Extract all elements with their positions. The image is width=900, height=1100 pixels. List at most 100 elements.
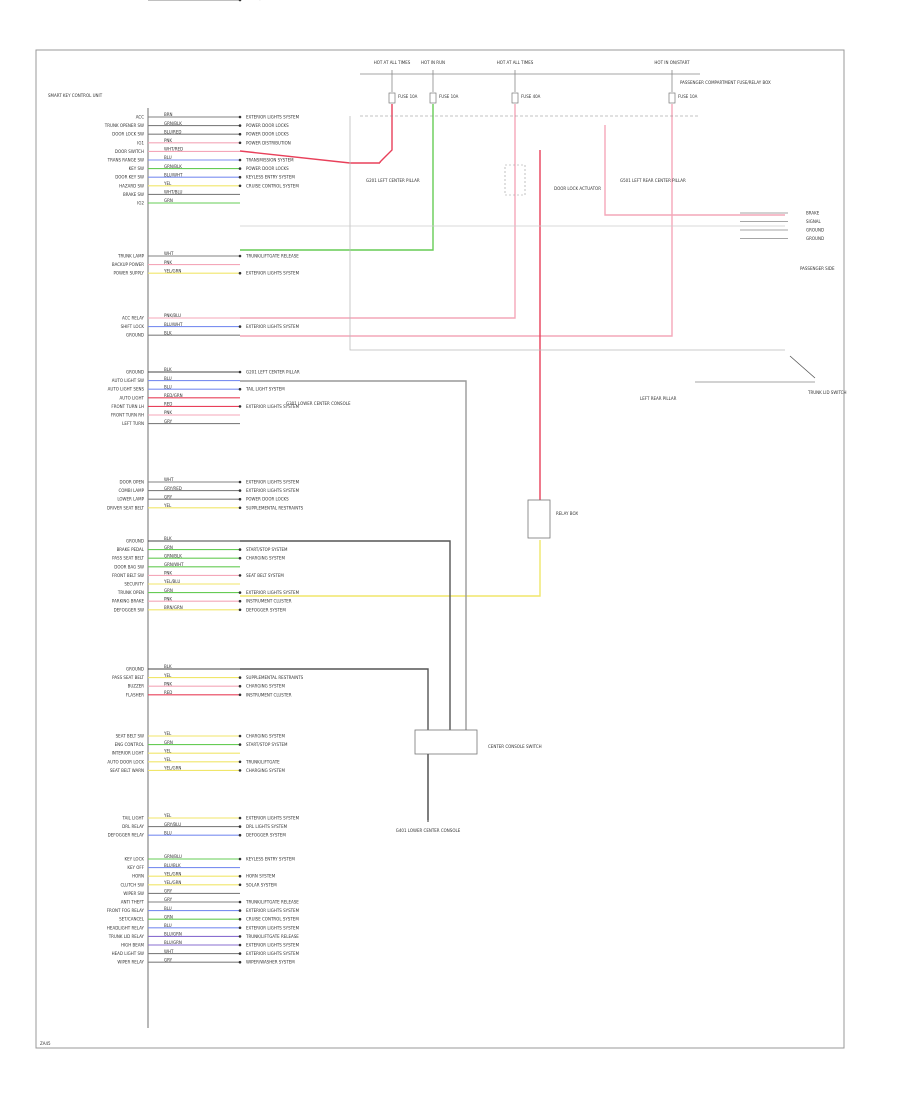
pin-note: TRUNK/LIFTGATE RELEASE [245, 900, 299, 905]
right-pin-label: BRAKE [806, 211, 820, 216]
pin-wire-color: GRN/WHT [164, 562, 184, 567]
pin-note: SOLAR SYSTEM [246, 882, 277, 887]
pin-wire-color: BLU [164, 830, 172, 835]
pin-label: BRAKE SW [123, 192, 144, 197]
source-label: HOT IN RUN [421, 60, 445, 65]
pin-label: CLUTCH SW [120, 882, 144, 887]
pin-label: LEFT TURN [122, 421, 144, 426]
pin-note: POWER DOOR LOCKS [246, 132, 289, 137]
pin-label: FRONT TURN RH [111, 413, 144, 418]
ground-g201-route [240, 380, 467, 730]
ground-g201-label: G201 LEFT CENTER PILLAR [366, 178, 420, 183]
pin-label: DEFOGGER RELAY [108, 833, 145, 838]
pin-label: INTERIOR LIGHT [112, 751, 145, 756]
pin-wire-color: YEL/BLU [163, 579, 180, 584]
pin-note: EXTERIOR LIGHTS SYSTEM [246, 925, 300, 930]
fuse-icon [668, 92, 676, 104]
pin-note: DEFOGGER SYSTEM [246, 833, 286, 838]
pin-note: START/STOP SYSTEM [246, 742, 288, 747]
pin-label: HEAD LIGHT SW [112, 951, 144, 956]
pin-wire-color: BLU/WHT [164, 172, 183, 177]
pin-wire-color: BLK [164, 536, 172, 541]
pin-note: EXTERIOR LIGHTS SYSTEM [246, 951, 300, 956]
pin-wire-color: YEL [163, 673, 172, 678]
pin-wire-color: RED [164, 690, 172, 695]
pin-arrow-icon [238, 497, 242, 501]
right-pin-label: GROUND [806, 228, 824, 233]
module-pin: HEAD LIGHT SW WHT EXTERIOR LIGHTS SYSTEM [112, 949, 300, 956]
pin-label: AUTO DOOR LOCK [107, 759, 144, 764]
pin-note: WIPER/WASHER SYSTEM [246, 960, 295, 965]
pin-label: PASS SEAT BELT [112, 556, 144, 561]
pin-label: FRONT BELT SW [112, 573, 144, 578]
pin-label: AUTO LIGHT SENS [108, 387, 145, 392]
module-pin: BRAKE SW WHT/BLU [123, 190, 240, 197]
backup-power-route [240, 104, 516, 319]
pin-note: KEYLESS ENTRY SYSTEM [246, 857, 295, 862]
pin-arrow-icon [238, 676, 242, 679]
pin-label: PASS SEAT BELT [112, 675, 144, 680]
pin-arrow-icon [238, 874, 242, 878]
pin-label: IG2 [137, 201, 144, 206]
pin-label: TRANS RANGE SW [107, 158, 144, 163]
pin-label: DEFOGGER SW [114, 607, 144, 612]
pin-label: REAR DEFOGGER [109, 0, 144, 1]
pin-arrow-icon [238, 960, 242, 964]
pin-note: EXTERIOR LIGHTS SYSTEM [246, 404, 300, 409]
pin-wire-color: GRY [164, 494, 173, 499]
pin-label: TRUNK OPEN [117, 590, 144, 595]
pin-note: SUPPLEMENTAL RESTRAINTS [246, 505, 304, 510]
pin-arrow-icon [238, 591, 242, 594]
pin-wire-color: WHT [164, 949, 174, 954]
pin-note: TAIL LIGHT SYSTEM [245, 387, 285, 392]
pin-label: DOOR KEY SW [115, 175, 144, 180]
pin-arrow-icon [238, 254, 242, 258]
pin-label: LOWER LAMP [117, 497, 144, 502]
pin-label: ENG CONTROL [115, 742, 145, 747]
pin-note: CRUISE CONTROL SYSTEM [246, 183, 299, 188]
pin-arrow-icon [238, 184, 242, 188]
pin-note: CHARGING SYSTEM [246, 734, 285, 739]
pin-label: TRUNK OPENER SW [104, 123, 144, 128]
pin-label: FRONT TURN LH [111, 404, 144, 409]
pin-label: DRL RELAY [122, 824, 144, 829]
pin-wire-color: GRY/BLU [164, 822, 181, 827]
pin-label: HORN [132, 874, 144, 879]
pin-arrow-icon [238, 370, 242, 374]
pin-wire-color: GRY [164, 419, 173, 424]
pin-arrow-icon [238, 548, 242, 551]
pin-arrow-icon [238, 760, 242, 764]
pin-wire-color: RED [164, 402, 172, 407]
pin-note: KEYLESS ENTRY SYSTEM [246, 175, 295, 180]
pin-label: TRUNK LAMP [117, 254, 145, 259]
pin-label: GROUND [126, 667, 144, 672]
sensor-icon [504, 164, 526, 196]
pin-wire-color: BLK [164, 367, 172, 372]
pin-wire-color: WHT/BLU [164, 190, 183, 195]
right-connector-label: PASSENGER SIDE [800, 266, 835, 271]
pin-label: FLASHER [126, 692, 144, 697]
pin-wire-color: BRN [164, 112, 173, 117]
module-pin: DOOR KEY SW BLU/WHT KEYLESS ENTRY SYSTEM [115, 172, 295, 179]
pin-arrow-icon [238, 132, 242, 136]
pin-note: TRANSMISSION SYSTEM [245, 158, 294, 163]
pin-arrow-icon [238, 480, 242, 484]
pin-arrow-icon [238, 935, 242, 938]
